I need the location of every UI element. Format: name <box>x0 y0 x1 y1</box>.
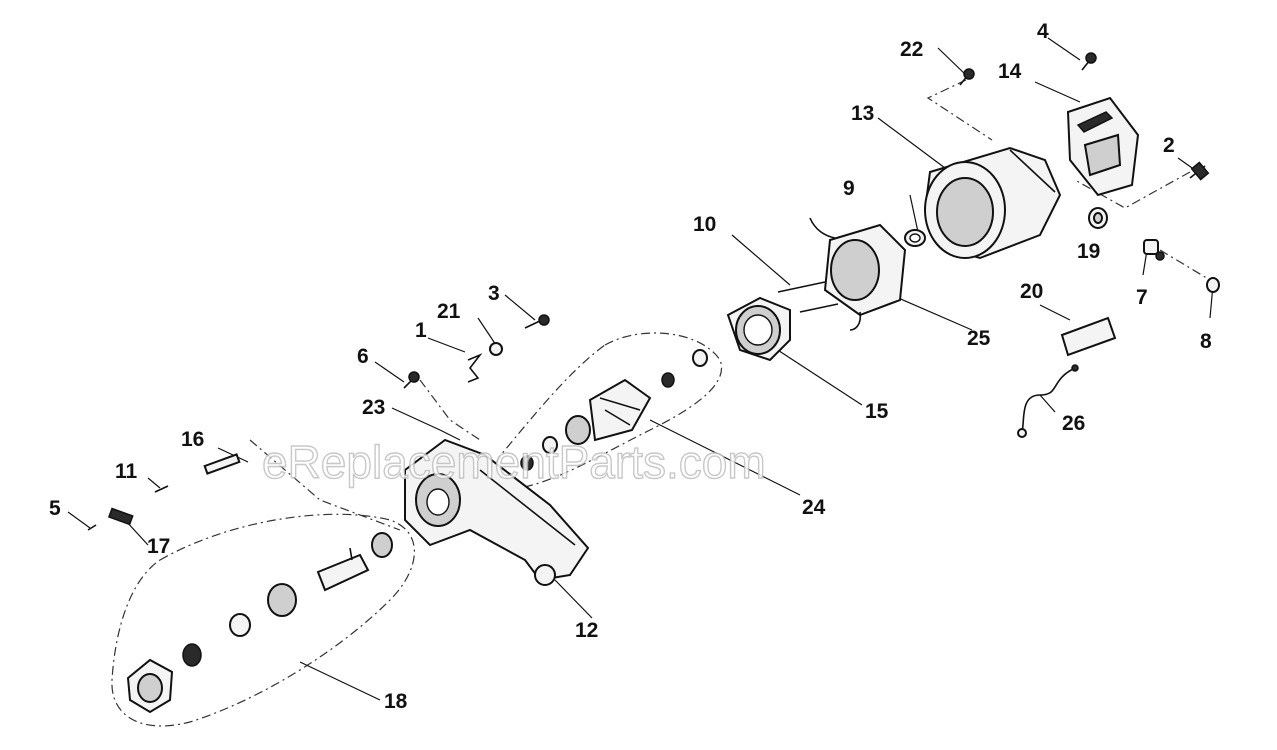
motor-housing-13 <box>923 146 1062 260</box>
part-7 <box>1143 239 1165 261</box>
key-11 <box>154 485 169 493</box>
callout-12: 12 <box>575 619 598 642</box>
screws-10 <box>777 281 839 313</box>
callout-6: 6 <box>357 345 369 368</box>
callout-25: 25 <box>967 327 991 350</box>
field-25 <box>809 217 907 331</box>
armature-24 <box>520 349 708 471</box>
screw-22 <box>959 68 975 86</box>
callout-4: 4 <box>1037 20 1049 43</box>
washer-21 <box>489 342 503 356</box>
callout-21: 21 <box>437 300 461 323</box>
watermark-text: eReplacementParts.com <box>262 436 766 488</box>
callout-10: 10 <box>693 213 716 236</box>
callout-15: 15 <box>865 400 889 423</box>
clip-17 <box>107 507 134 526</box>
callout-3: 3 <box>488 282 500 305</box>
callout-24: 24 <box>802 496 826 519</box>
screw-2 <box>1189 161 1210 181</box>
switch-20 <box>1060 316 1117 357</box>
cord-26 <box>1017 364 1079 438</box>
callout-9: 9 <box>843 177 855 200</box>
spring-1 <box>467 353 483 383</box>
baffle-15 <box>726 296 791 362</box>
spindle-assembly-18 <box>126 532 393 714</box>
callout-8: 8 <box>1200 330 1212 353</box>
callout-17: 17 <box>147 535 170 558</box>
callout-7: 7 <box>1136 286 1148 309</box>
gear-case-12 <box>404 438 590 586</box>
callout-19: 19 <box>1077 240 1100 263</box>
screw-6 <box>403 371 420 389</box>
assembly-24-outline <box>493 332 723 490</box>
callout-23: 23 <box>362 396 385 419</box>
callout-22: 22 <box>900 38 923 61</box>
screw-4 <box>1081 52 1097 71</box>
callout-13: 13 <box>851 102 874 125</box>
leader-lines <box>67 37 1214 701</box>
callout-14: 14 <box>998 60 1022 83</box>
screw-5 <box>87 524 97 531</box>
pin-16 <box>203 453 241 475</box>
callout-16: 16 <box>181 428 204 451</box>
screw-3 <box>524 314 550 329</box>
bushing-19 <box>1088 207 1108 229</box>
callout-11: 11 <box>115 460 138 483</box>
callout-26: 26 <box>1062 412 1085 435</box>
callout-18: 18 <box>384 690 408 713</box>
callout-20: 20 <box>1020 280 1043 303</box>
callout-1: 1 <box>415 319 427 342</box>
callout-labels: 1 2 3 4 5 6 7 8 9 10 11 12 13 14 15 16 1… <box>49 20 1212 713</box>
brush-cover-14 <box>1066 96 1140 197</box>
callout-2: 2 <box>1163 134 1175 157</box>
ring-9 <box>904 229 926 247</box>
callout-5: 5 <box>49 497 61 520</box>
part-8 <box>1206 277 1220 293</box>
